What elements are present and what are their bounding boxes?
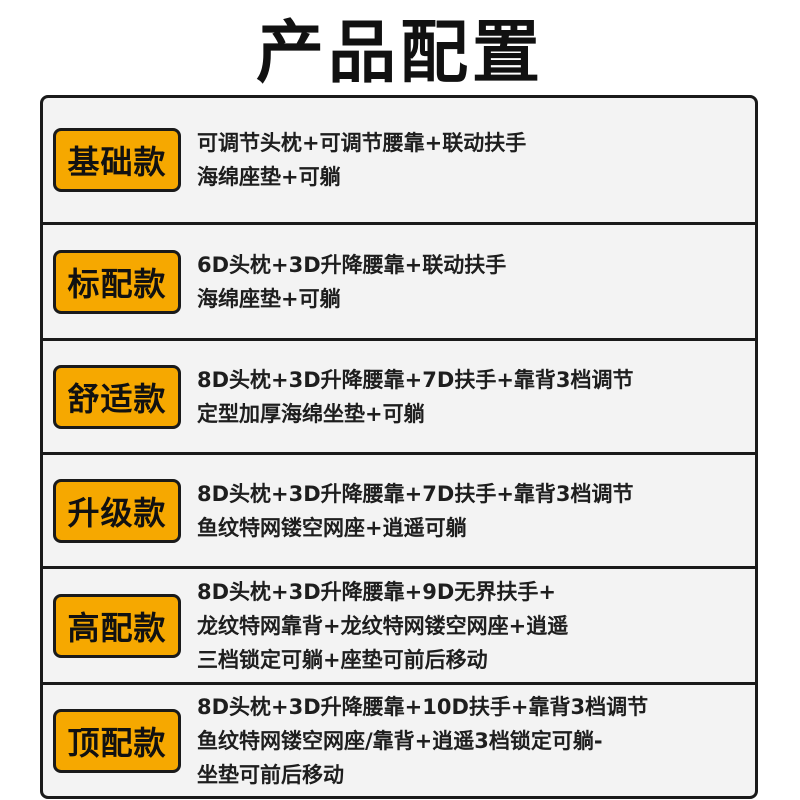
tier-row-basic: 基础款 可调节头枕+可调节腰靠+联动扶手 海绵座垫+可躺: [43, 98, 755, 222]
tier-name: 舒适款: [67, 379, 167, 418]
tier-badge: 基础款: [53, 128, 181, 192]
tier-row-top: 顶配款 8D头枕+3D升降腰靠+10D扶手+靠背3档调节 鱼纹特网镂空网座/靠背…: [43, 682, 755, 796]
tier-badge: 标配款: [53, 249, 181, 314]
tier-badge: 高配款: [53, 593, 181, 658]
tier-description: 8D头枕+3D升降腰靠+10D扶手+靠背3档调节 鱼纹特网镂空网座/靠背+逍遥3…: [197, 690, 745, 792]
tier-desc-line: 海绵座垫+可躺: [197, 286, 341, 311]
tier-desc-line: 8D头枕+3D升降腰靠+7D扶手+靠背3档调节: [197, 367, 634, 392]
tier-description: 8D头枕+3D升降腰靠+7D扶手+靠背3档调节 定型加厚海绵坐垫+可躺: [197, 363, 745, 431]
tier-desc-line: 海绵座垫+可躺: [197, 165, 341, 189]
tier-desc-line: 8D头枕+3D升降腰靠+7D扶手+靠背3档调节: [197, 481, 634, 506]
tier-badge: 升级款: [53, 478, 181, 543]
tier-row-upgrade: 升级款 8D头枕+3D升降腰靠+7D扶手+靠背3档调节 鱼纹特网镂空网座+逍遥可…: [43, 452, 755, 566]
tier-desc-line: 6D头枕+3D升降腰靠+联动扶手: [197, 252, 507, 277]
tier-row-standard: 标配款 6D头枕+3D升降腰靠+联动扶手 海绵座垫+可躺: [43, 222, 755, 338]
tier-badge: 顶配款: [53, 708, 181, 773]
tier-badge: 舒适款: [53, 364, 181, 429]
tier-name: 顶配款: [67, 723, 167, 762]
config-table: 基础款 可调节头枕+可调节腰靠+联动扶手 海绵座垫+可躺 标配款 6D头枕+3D…: [40, 95, 758, 799]
tier-desc-line: 定型加厚海绵坐垫+可躺: [197, 401, 425, 426]
tier-desc-line: 8D头枕+3D升降腰靠+10D扶手+靠背3档调节: [197, 694, 649, 719]
tier-desc-line: 鱼纹特网镂空网座/靠背+逍遥3档锁定可躺-: [197, 728, 603, 753]
tier-desc-line: 8D头枕+3D升降腰靠+9D无界扶手+: [197, 579, 556, 604]
tier-name: 升级款: [67, 493, 167, 532]
tier-desc-line: 龙纹特网靠背+龙纹特网镂空网座+逍遥: [197, 613, 569, 638]
tier-desc-line: 三档锁定可躺+座垫可前后移动: [197, 647, 488, 672]
tier-description: 8D头枕+3D升降腰靠+9D无界扶手+ 龙纹特网靠背+龙纹特网镂空网座+逍遥 三…: [197, 575, 745, 677]
page-title: 产品配置: [255, 13, 544, 93]
tier-row-high: 高配款 8D头枕+3D升降腰靠+9D无界扶手+ 龙纹特网靠背+龙纹特网镂空网座+…: [43, 566, 755, 682]
tier-description: 6D头枕+3D升降腰靠+联动扶手 海绵座垫+可躺: [197, 248, 745, 316]
tier-name: 高配款: [67, 608, 167, 647]
tier-row-comfort: 舒适款 8D头枕+3D升降腰靠+7D扶手+靠背3档调节 定型加厚海绵坐垫+可躺: [43, 338, 755, 452]
tier-name: 标配款: [67, 264, 167, 303]
tier-desc-line: 坐垫可前后移动: [197, 762, 344, 787]
tier-desc-line: 鱼纹特网镂空网座+逍遥可躺: [197, 515, 467, 540]
tier-description: 可调节头枕+可调节腰靠+联动扶手 海绵座垫+可躺: [197, 126, 745, 194]
tier-description: 8D头枕+3D升降腰靠+7D扶手+靠背3档调节 鱼纹特网镂空网座+逍遥可躺: [197, 477, 745, 545]
tier-name: 基础款: [67, 143, 167, 181]
tier-desc-line: 可调节头枕+可调节腰靠+联动扶手: [197, 131, 527, 155]
